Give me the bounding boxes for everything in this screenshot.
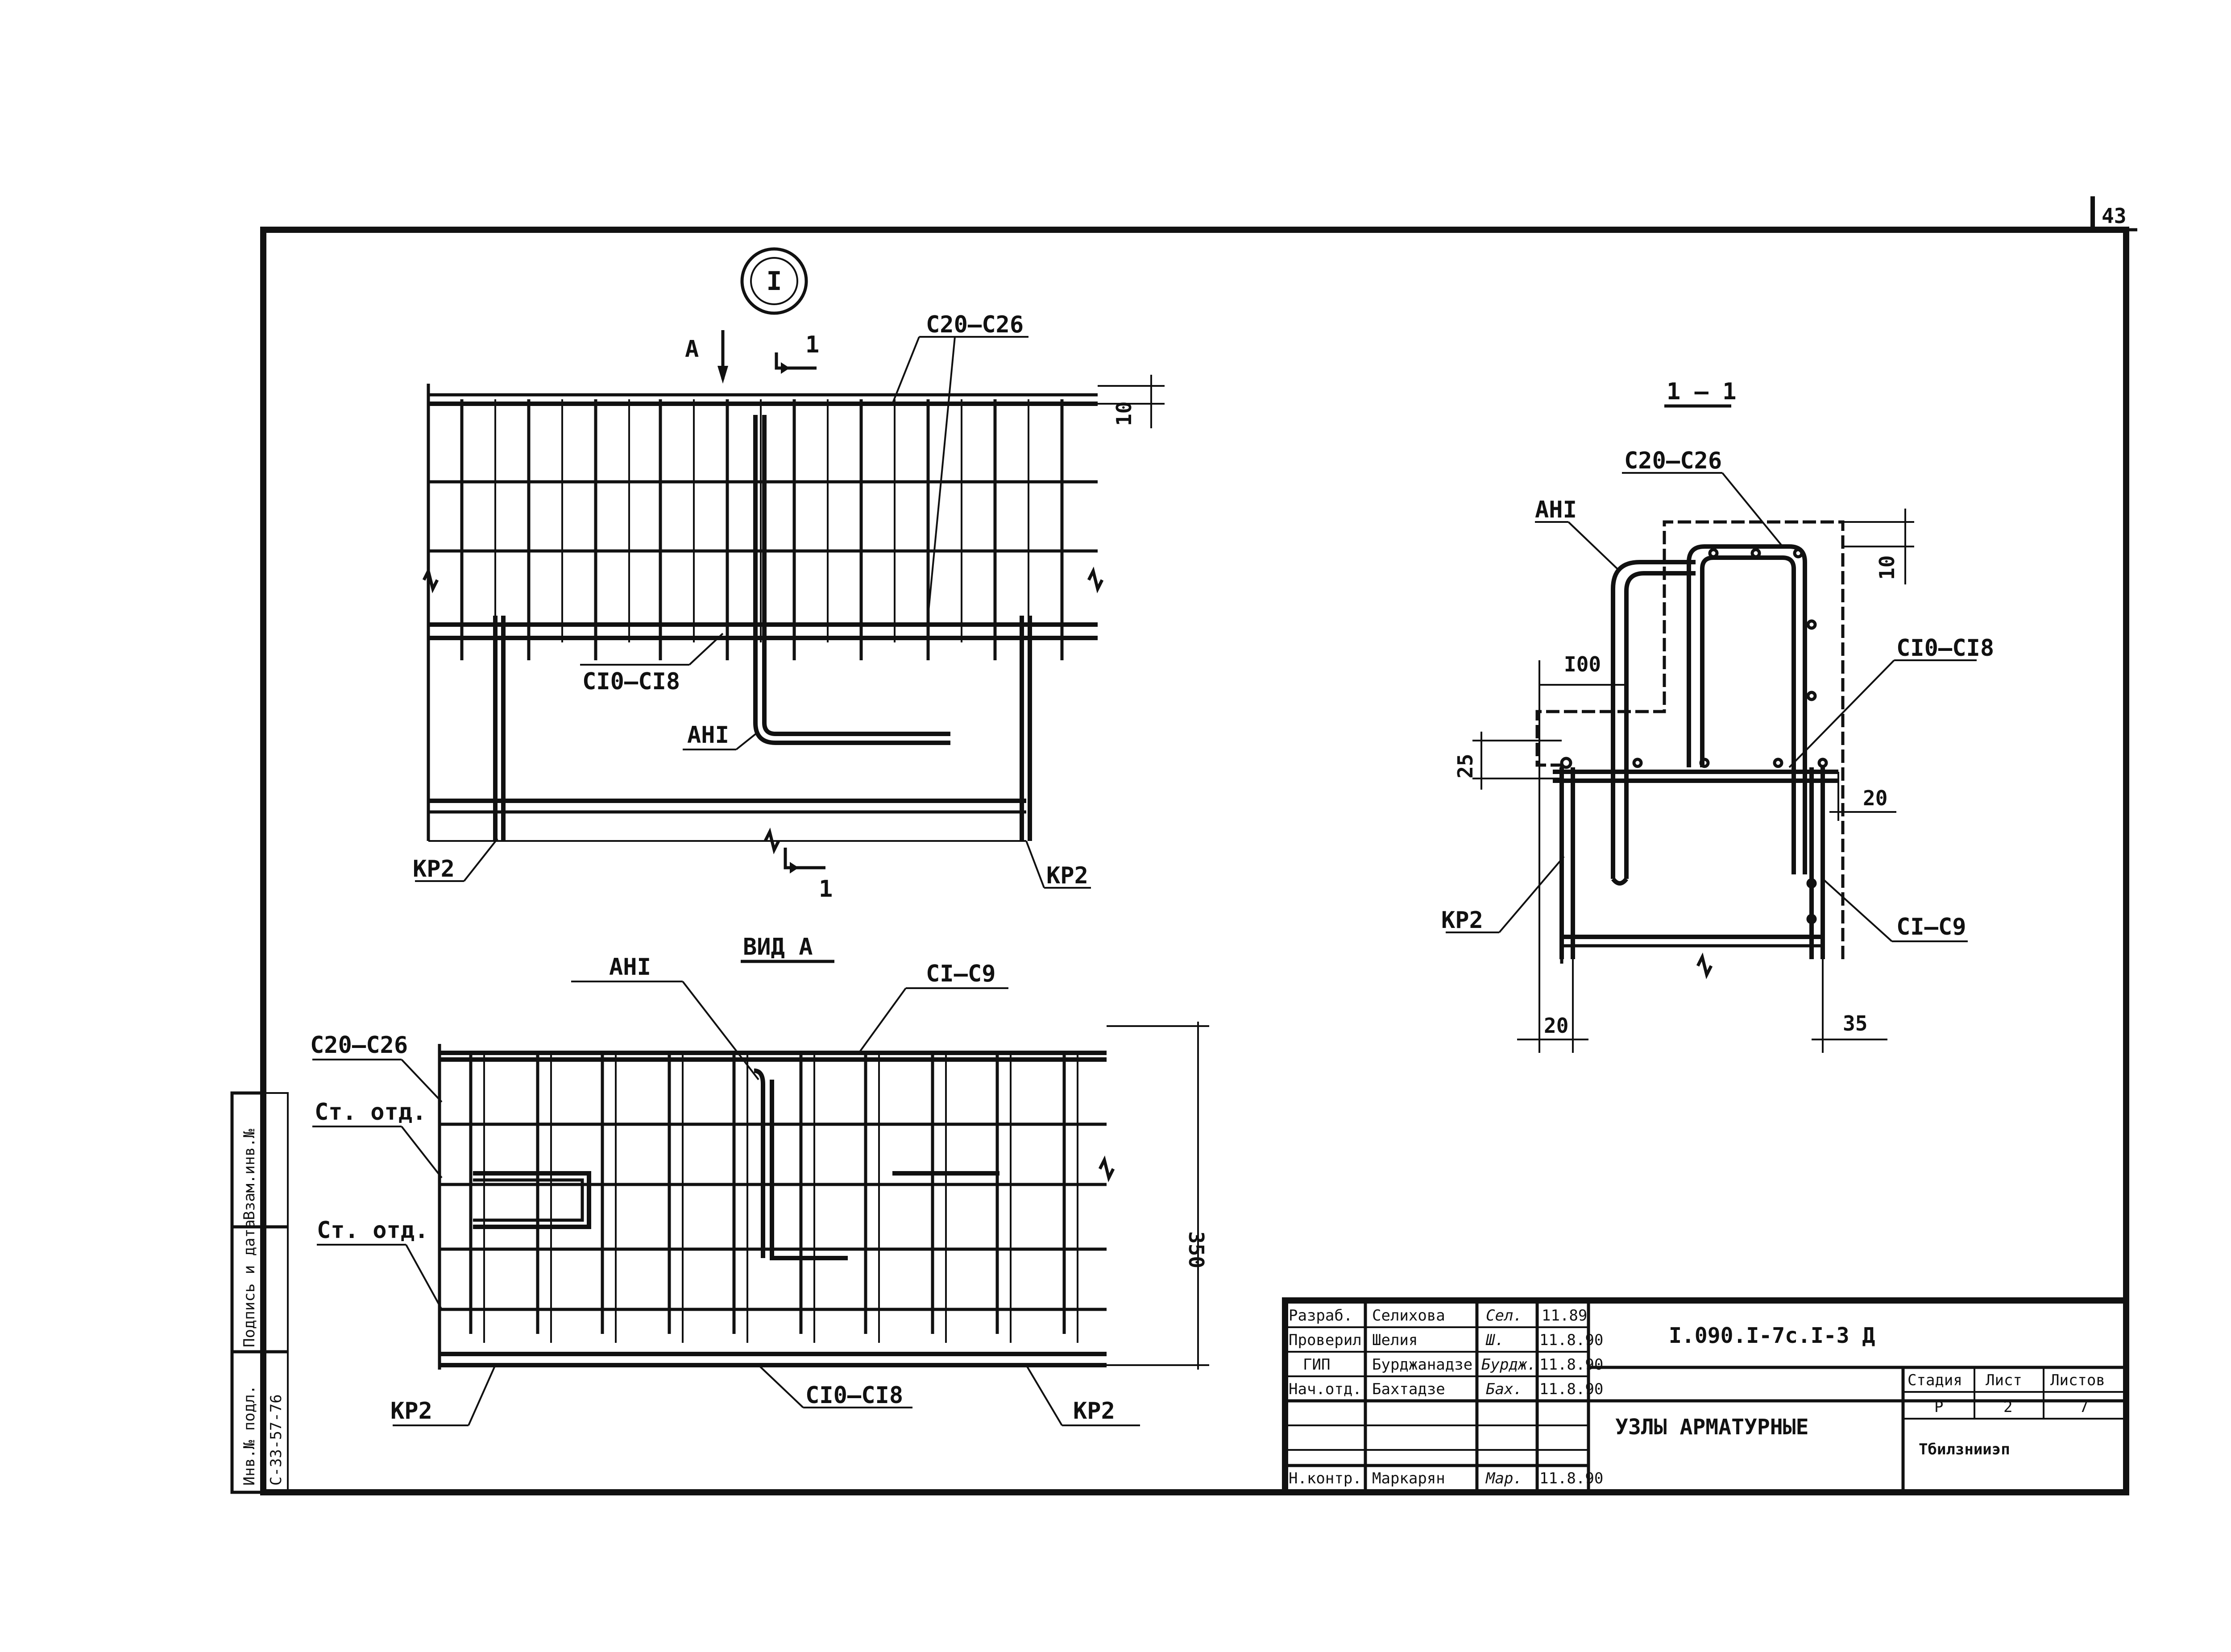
- section-label-c1-c9: СI–С9: [1896, 914, 1966, 940]
- section-dim-20-bottom: 20: [1544, 1014, 1568, 1038]
- plan-label-ani: АНI: [687, 722, 729, 749]
- tb-row-3-role: Нач.отд.: [1289, 1380, 1362, 1398]
- tb-row-1-name: Шелия: [1372, 1331, 1418, 1349]
- side-stamp-inv-number: С-33-57-76: [267, 1394, 285, 1486]
- section-dim-10: 10: [1875, 555, 1899, 580]
- tb-row-1-role: Проверил: [1289, 1331, 1362, 1349]
- tb-row-2-role: ГИП: [1303, 1356, 1330, 1374]
- view-a-label-ani: АНI: [609, 954, 651, 981]
- plan-label-c20-c26: С20–С26: [926, 311, 1024, 338]
- side-stamp-col1: Инв.№ подл.: [241, 1385, 258, 1486]
- view-a-stirrups: [469, 1055, 1078, 1343]
- tb-row-2-date: 11.8.90: [1539, 1356, 1603, 1374]
- tb-sheet-label: Лист: [1986, 1371, 2022, 1389]
- view-a-dim-height: 350: [1184, 1231, 1208, 1268]
- section-label-c10-c18: СI0–СI8: [1896, 635, 1994, 662]
- page-number: 43: [2102, 204, 2126, 228]
- view-a-label-c20-c26: С20–С26: [310, 1032, 408, 1059]
- tb-row-3-sign: Бах.: [1486, 1380, 1522, 1398]
- plan-stirrups: [460, 399, 1064, 660]
- plan-view: 10 А 1 1 С20–С26 СI0–СI8 АНI КР2 КР2: [413, 311, 1165, 903]
- tb-row-1-sign: Ш.: [1485, 1331, 1504, 1349]
- side-stamp: Взам.инв.№ Подпись и дата Инв.№ подл. С-…: [230, 1091, 289, 1494]
- plan-view-arrow-label: А: [685, 336, 699, 363]
- view-a-title: ВИД А: [743, 934, 813, 961]
- section-dim-25: 25: [1453, 754, 1477, 778]
- tb-row-6-sign: Мар.: [1485, 1470, 1522, 1487]
- section-label-kp2: КР2: [1441, 907, 1483, 934]
- plan-section-mark-bottom: 1: [819, 876, 833, 903]
- view-a-label-st-otd-1: Ст. отд.: [315, 1099, 426, 1126]
- section-label-c20-c26: С20–С26: [1624, 447, 1722, 474]
- view-a-label-kp2-right: КР2: [1073, 1398, 1115, 1424]
- plan-label-kp2-right: КР2: [1046, 862, 1088, 889]
- tb-row-3-date: 11.8.90: [1539, 1380, 1603, 1398]
- section-bar-dots: [1560, 548, 1828, 924]
- view-a: ВИД А: [310, 934, 1209, 1426]
- side-stamp-col2: Подпись и дата: [241, 1219, 258, 1347]
- view-a-label-c10-c18: СI0–СI8: [805, 1382, 903, 1409]
- title-block: Разраб. Селихова Сел. 11.89 Проверил Шел…: [1282, 1297, 2129, 1495]
- tb-row-3-name: Бахтадзе: [1372, 1380, 1445, 1398]
- tb-row-0-sign: Сел.: [1486, 1307, 1522, 1325]
- tb-sheets: 7: [2079, 1398, 2088, 1416]
- sheet-frame: [260, 196, 2137, 1495]
- plan-dim-top: 10: [1112, 402, 1136, 426]
- plan-label-c10-c18: СI0–СI8: [582, 668, 680, 695]
- tb-row-6-name: Маркарян: [1372, 1470, 1445, 1487]
- tb-sheet: 2: [2003, 1398, 2012, 1416]
- tb-row-2-sign: Бурдж.: [1481, 1356, 1536, 1374]
- tb-row-6-date: 11.8.90: [1539, 1470, 1603, 1487]
- tb-row-0-role: Разраб.: [1289, 1307, 1352, 1325]
- tb-stage: Р: [1934, 1398, 1943, 1416]
- tb-sheets-label: Листов: [2050, 1371, 2105, 1389]
- section-title: 1 – 1: [1667, 378, 1737, 405]
- tb-row-0-name: Селихова: [1372, 1307, 1445, 1325]
- tb-row-1-date: 11.8.90: [1539, 1331, 1603, 1349]
- section-1-1: 1 – 1: [1441, 378, 1994, 1053]
- tb-doc-code: I.090.I-7с.I-3 Д: [1669, 1323, 1875, 1348]
- tb-row-2-name: Бурджанадзе: [1372, 1356, 1472, 1374]
- plan-section-mark-top: 1: [805, 331, 819, 358]
- plan-label-kp2-left: КР2: [413, 856, 455, 882]
- tb-stage-label: Стадия: [1908, 1371, 1962, 1389]
- tb-row-0-date: 11.89: [1542, 1307, 1587, 1325]
- tb-title: УЗЛЫ АРМАТУРНЫЕ: [1615, 1415, 1808, 1440]
- tb-row-6-role: Н.контр.: [1289, 1470, 1362, 1487]
- side-stamp-col3: Взам.инв.№: [241, 1129, 258, 1220]
- tb-org: Тбилзнииэп: [1919, 1441, 2010, 1458]
- section-dim-100: I00: [1564, 652, 1601, 676]
- view-a-label-st-otd-2: Ст. отд.: [317, 1217, 428, 1244]
- node-mark: I: [740, 247, 808, 315]
- node-mark-label: I: [767, 266, 782, 296]
- section-dim-35: 35: [1843, 1011, 1867, 1035]
- view-a-label-kp2-left: КР2: [390, 1398, 432, 1424]
- section-dim-20-right: 20: [1863, 786, 1887, 810]
- view-a-label-c1-c9: СI–С9: [926, 961, 996, 987]
- section-label-ani: АНI: [1535, 497, 1577, 523]
